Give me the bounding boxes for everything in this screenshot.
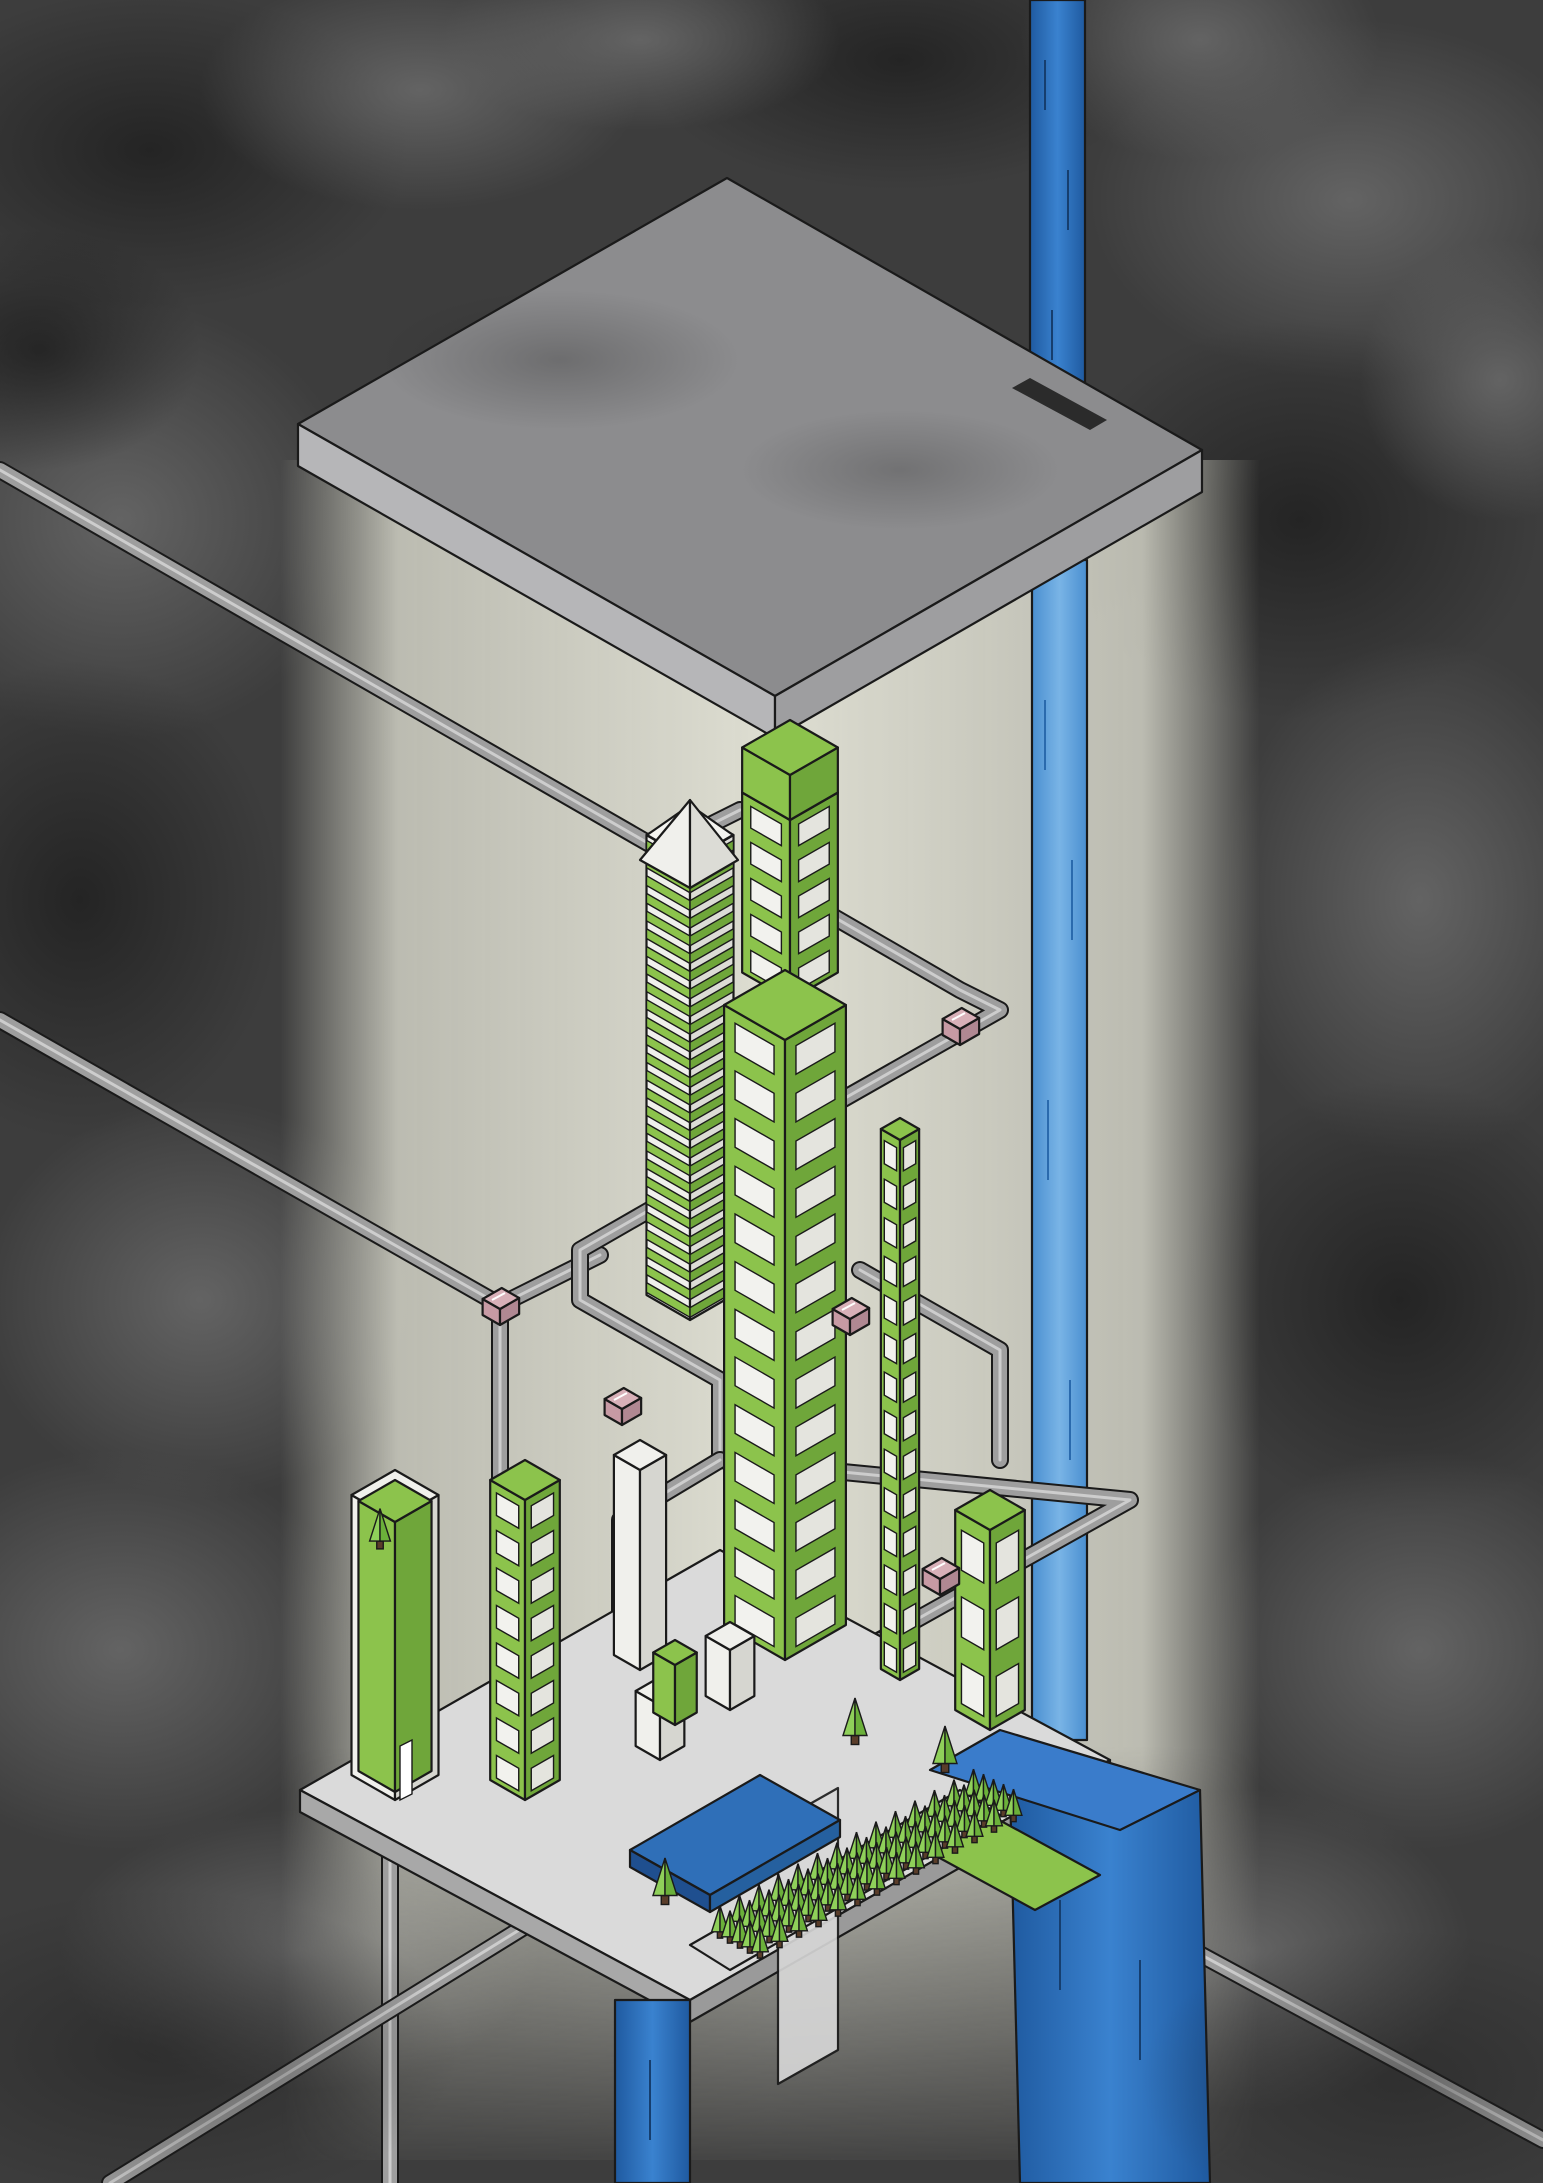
white-block xyxy=(612,1438,668,1672)
tree-icon xyxy=(368,1508,392,1550)
small-green-block xyxy=(652,1638,698,1727)
pipe-junction-icon xyxy=(941,1006,981,1047)
tree-icon xyxy=(652,1857,678,1906)
tree-cluster xyxy=(688,1768,1023,1972)
skyscrapers xyxy=(350,718,1026,1906)
tree-icon xyxy=(789,1904,809,1938)
tree-icon xyxy=(828,1883,848,1917)
tree-icon xyxy=(886,1831,906,1865)
tree-icon xyxy=(932,1725,958,1774)
tree-icon xyxy=(867,1862,887,1896)
tree-icon xyxy=(750,1925,770,1959)
tree-icon xyxy=(827,1842,847,1876)
pipe-junction-icon xyxy=(831,1296,871,1337)
thin-lattice-tower xyxy=(879,1116,921,1682)
green-frame-tower xyxy=(722,968,848,1662)
waterfall-icon xyxy=(1028,0,1089,1742)
tree-icon xyxy=(1004,1788,1023,1823)
pipe-junction-icon xyxy=(921,1556,961,1597)
tree-icon xyxy=(926,1830,945,1865)
green-tower-back-cap xyxy=(741,718,839,822)
pipe-junctions xyxy=(481,1006,981,1597)
pool xyxy=(628,1773,842,1914)
tree-icon xyxy=(770,1914,789,1949)
stacked-balcony-tower xyxy=(489,1458,561,1802)
tree-icon xyxy=(935,1815,955,1849)
tree-icon xyxy=(906,1841,926,1875)
tree-icon xyxy=(935,1794,954,1829)
tree-icon xyxy=(838,1867,857,1902)
tree-icon xyxy=(842,1697,868,1746)
tree-icon xyxy=(887,1851,906,1886)
tree-icon xyxy=(848,1872,867,1907)
pipe-junction-icon xyxy=(481,1286,521,1327)
tree-icon xyxy=(779,1899,799,1933)
tree-icon xyxy=(945,1820,965,1854)
tree-icon xyxy=(984,1799,1004,1833)
striped-spire-tower xyxy=(638,798,740,1322)
floating-slab xyxy=(296,176,1204,740)
white-low-block xyxy=(704,1620,756,1712)
tree-icon xyxy=(740,1920,760,1954)
tree-icon xyxy=(965,1809,984,1844)
green-pillar-tower xyxy=(954,1488,1026,1732)
pipe-junction-icon xyxy=(603,1386,643,1427)
tree-icon xyxy=(809,1893,828,1928)
left-green-tower xyxy=(350,1468,440,1802)
cloud-haze xyxy=(0,1890,460,2183)
